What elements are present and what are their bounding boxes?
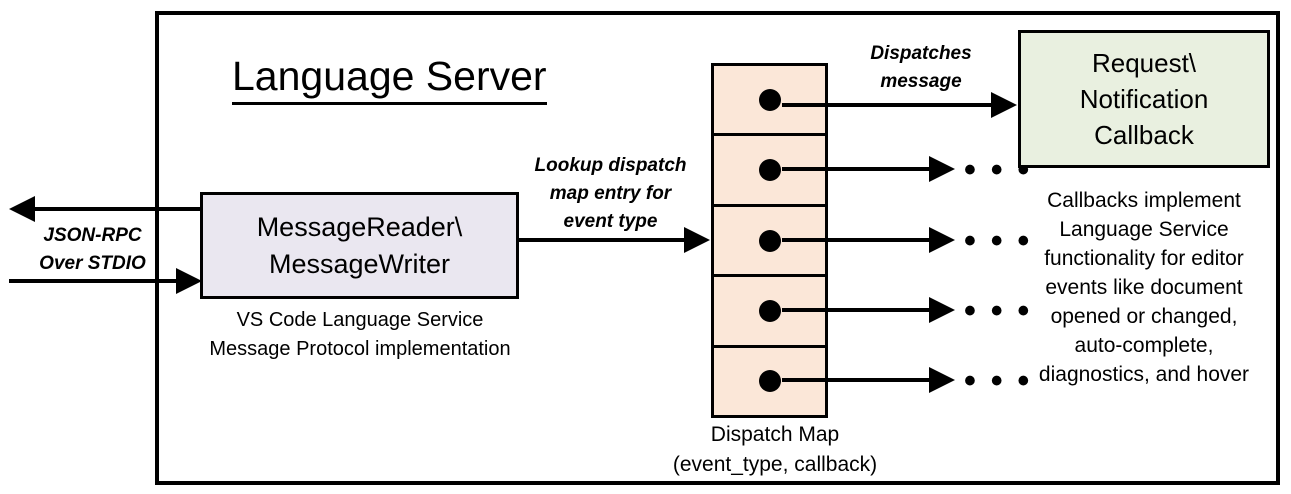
callback-caption: Callbacks implement Language Service fun… bbox=[1012, 186, 1276, 389]
outgoing-transport-arrowhead bbox=[9, 196, 35, 222]
dispatch-entry-dot-icon bbox=[759, 299, 781, 322]
lookup-label: Lookup dispatch map entry for event type bbox=[513, 152, 708, 236]
dispatch-map-table[interactable] bbox=[711, 63, 828, 418]
dispatch-row-5-connector bbox=[782, 378, 930, 382]
incoming-transport-line bbox=[9, 279, 184, 283]
dispatch-label-line2: message bbox=[880, 71, 962, 92]
dispatch-row-2-arrowhead bbox=[929, 156, 955, 182]
incoming-transport-arrowhead bbox=[176, 268, 202, 294]
callback-box-line3: Callback bbox=[1094, 120, 1194, 150]
dispatch-map-row-1[interactable] bbox=[714, 66, 825, 137]
dispatch-map-caption: Dispatch Map (event_type, callback) bbox=[655, 420, 895, 480]
dispatch-map-row-4[interactable] bbox=[714, 277, 825, 348]
message-box-caption-line2: Message Protocol implementation bbox=[209, 338, 511, 360]
dispatch-row-4-connector bbox=[782, 308, 930, 312]
lookup-arrow-arrowhead bbox=[684, 227, 710, 253]
callback-box-line2: Notification bbox=[1079, 84, 1209, 114]
callback-caption-line3: functionality for editor bbox=[1044, 247, 1244, 270]
message-box-line1: MessageReader\ bbox=[256, 211, 463, 242]
dispatch-row-3-arrowhead bbox=[929, 227, 955, 253]
dispatch-entry-dot-icon bbox=[759, 229, 781, 252]
callback-caption-line1: Callbacks implement bbox=[1047, 189, 1241, 212]
dispatch-row-1-connector bbox=[782, 103, 992, 107]
callback-caption-line6: auto-complete, bbox=[1074, 334, 1214, 357]
dispatch-map-caption-line1: Dispatch Map bbox=[710, 423, 840, 446]
lookup-label-line2: map entry for bbox=[549, 183, 672, 204]
dispatch-label-line1: Dispatches bbox=[870, 43, 972, 64]
callback-caption-line2: Language Service bbox=[1059, 218, 1229, 241]
lookup-arrow-line bbox=[519, 238, 685, 242]
dispatch-map-row-5[interactable] bbox=[714, 348, 825, 415]
dispatch-map-row-3[interactable] bbox=[714, 207, 825, 278]
dispatch-entry-dot-icon bbox=[759, 370, 781, 393]
callback-caption-line7: diagnostics, and hover bbox=[1038, 363, 1250, 386]
callback-box-line1: Request\ bbox=[1091, 48, 1197, 78]
message-box-line2: MessageWriter bbox=[268, 248, 451, 279]
page-title: Language Server bbox=[232, 51, 547, 105]
language-server-frame bbox=[155, 11, 1280, 485]
dispatch-entry-dot-icon bbox=[759, 159, 781, 182]
dispatch-map-caption-line2: (event_type, callback) bbox=[672, 453, 878, 476]
callback-caption-line5: opened or changed, bbox=[1050, 305, 1238, 328]
lookup-label-line3: event type bbox=[563, 211, 658, 232]
dispatch-label: Dispatches message bbox=[836, 40, 1006, 96]
dispatch-map-row-2[interactable] bbox=[714, 136, 825, 207]
dispatch-row-2-connector bbox=[782, 167, 930, 171]
message-box-caption-line1: VS Code Language Service bbox=[236, 309, 484, 331]
transport-label-line2: Over STDIO bbox=[39, 253, 146, 274]
lookup-label-line1: Lookup dispatch bbox=[534, 155, 687, 176]
callback-caption-line4: events like document bbox=[1045, 276, 1243, 299]
transport-label-line1: JSON-RPC bbox=[43, 225, 142, 246]
dispatch-entry-dot-icon bbox=[759, 88, 781, 111]
dispatch-row-1-arrowhead bbox=[991, 92, 1017, 118]
request-notification-callback-box[interactable]: Request\ Notification Callback bbox=[1018, 30, 1270, 168]
dispatch-row-5-arrowhead bbox=[929, 367, 955, 393]
message-box-caption: VS Code Language Service Message Protoco… bbox=[180, 306, 540, 364]
message-reader-writer-box[interactable]: MessageReader\ MessageWriter bbox=[200, 192, 519, 299]
dispatch-row-4-arrowhead bbox=[929, 297, 955, 323]
transport-label: JSON-RPC Over STDIO bbox=[30, 222, 155, 278]
dispatch-row-3-connector bbox=[782, 238, 930, 242]
